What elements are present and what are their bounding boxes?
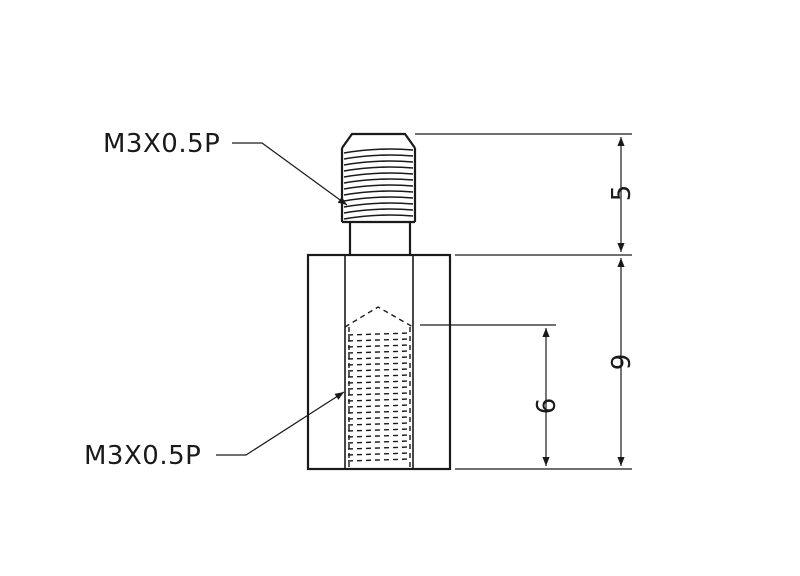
thread-crest xyxy=(343,202,414,208)
dimension-6-label: 6 xyxy=(532,398,562,415)
hidden-thread-line xyxy=(347,440,411,444)
hidden-thread-line xyxy=(347,416,411,420)
hidden-thread-line xyxy=(347,356,411,360)
dimension-9-label: 9 xyxy=(607,354,637,371)
hidden-thread-line xyxy=(347,404,411,408)
hex-body xyxy=(306,253,452,471)
hidden-thread-line xyxy=(347,368,411,372)
hidden-thread-line xyxy=(347,434,411,438)
hidden-thread-line xyxy=(347,422,411,426)
leader-bottom xyxy=(216,391,345,456)
thread-crest xyxy=(343,160,414,166)
hidden-thread-line xyxy=(347,428,411,432)
hidden-thread-line xyxy=(347,392,411,396)
dimension-5-label: 5 xyxy=(607,185,637,202)
hidden-thread-line xyxy=(347,344,411,348)
extension-lines xyxy=(415,133,632,470)
hidden-thread-line xyxy=(347,338,411,342)
hidden-thread-line xyxy=(347,452,411,456)
thread-crest xyxy=(343,178,414,184)
hidden-thread-line xyxy=(347,350,411,354)
thread-crest xyxy=(343,196,414,202)
thread-crest xyxy=(343,184,414,190)
hidden-thread-line xyxy=(347,398,411,402)
thread-crest xyxy=(343,148,414,154)
female-thread-hidden xyxy=(344,306,414,469)
hidden-thread-line xyxy=(347,380,411,384)
thread-crest xyxy=(343,166,414,172)
hidden-thread-line xyxy=(347,374,411,378)
hidden-thread-line xyxy=(347,446,411,450)
hidden-thread-line xyxy=(347,410,411,414)
leader-top xyxy=(232,142,348,206)
thread-crest xyxy=(343,208,414,214)
top-thread-callout: M3X0.5P xyxy=(103,129,220,159)
thread-crest xyxy=(343,214,414,220)
thread-crest xyxy=(343,154,414,160)
hidden-thread-line xyxy=(347,332,411,336)
hidden-thread-line xyxy=(347,458,411,462)
thread-crest xyxy=(343,172,414,178)
hidden-thread-line xyxy=(347,386,411,390)
hidden-thread-line xyxy=(347,362,411,366)
male-thread xyxy=(340,132,417,255)
bottom-thread-callout: M3X0.5P xyxy=(84,441,201,471)
thread-crest xyxy=(343,190,414,196)
